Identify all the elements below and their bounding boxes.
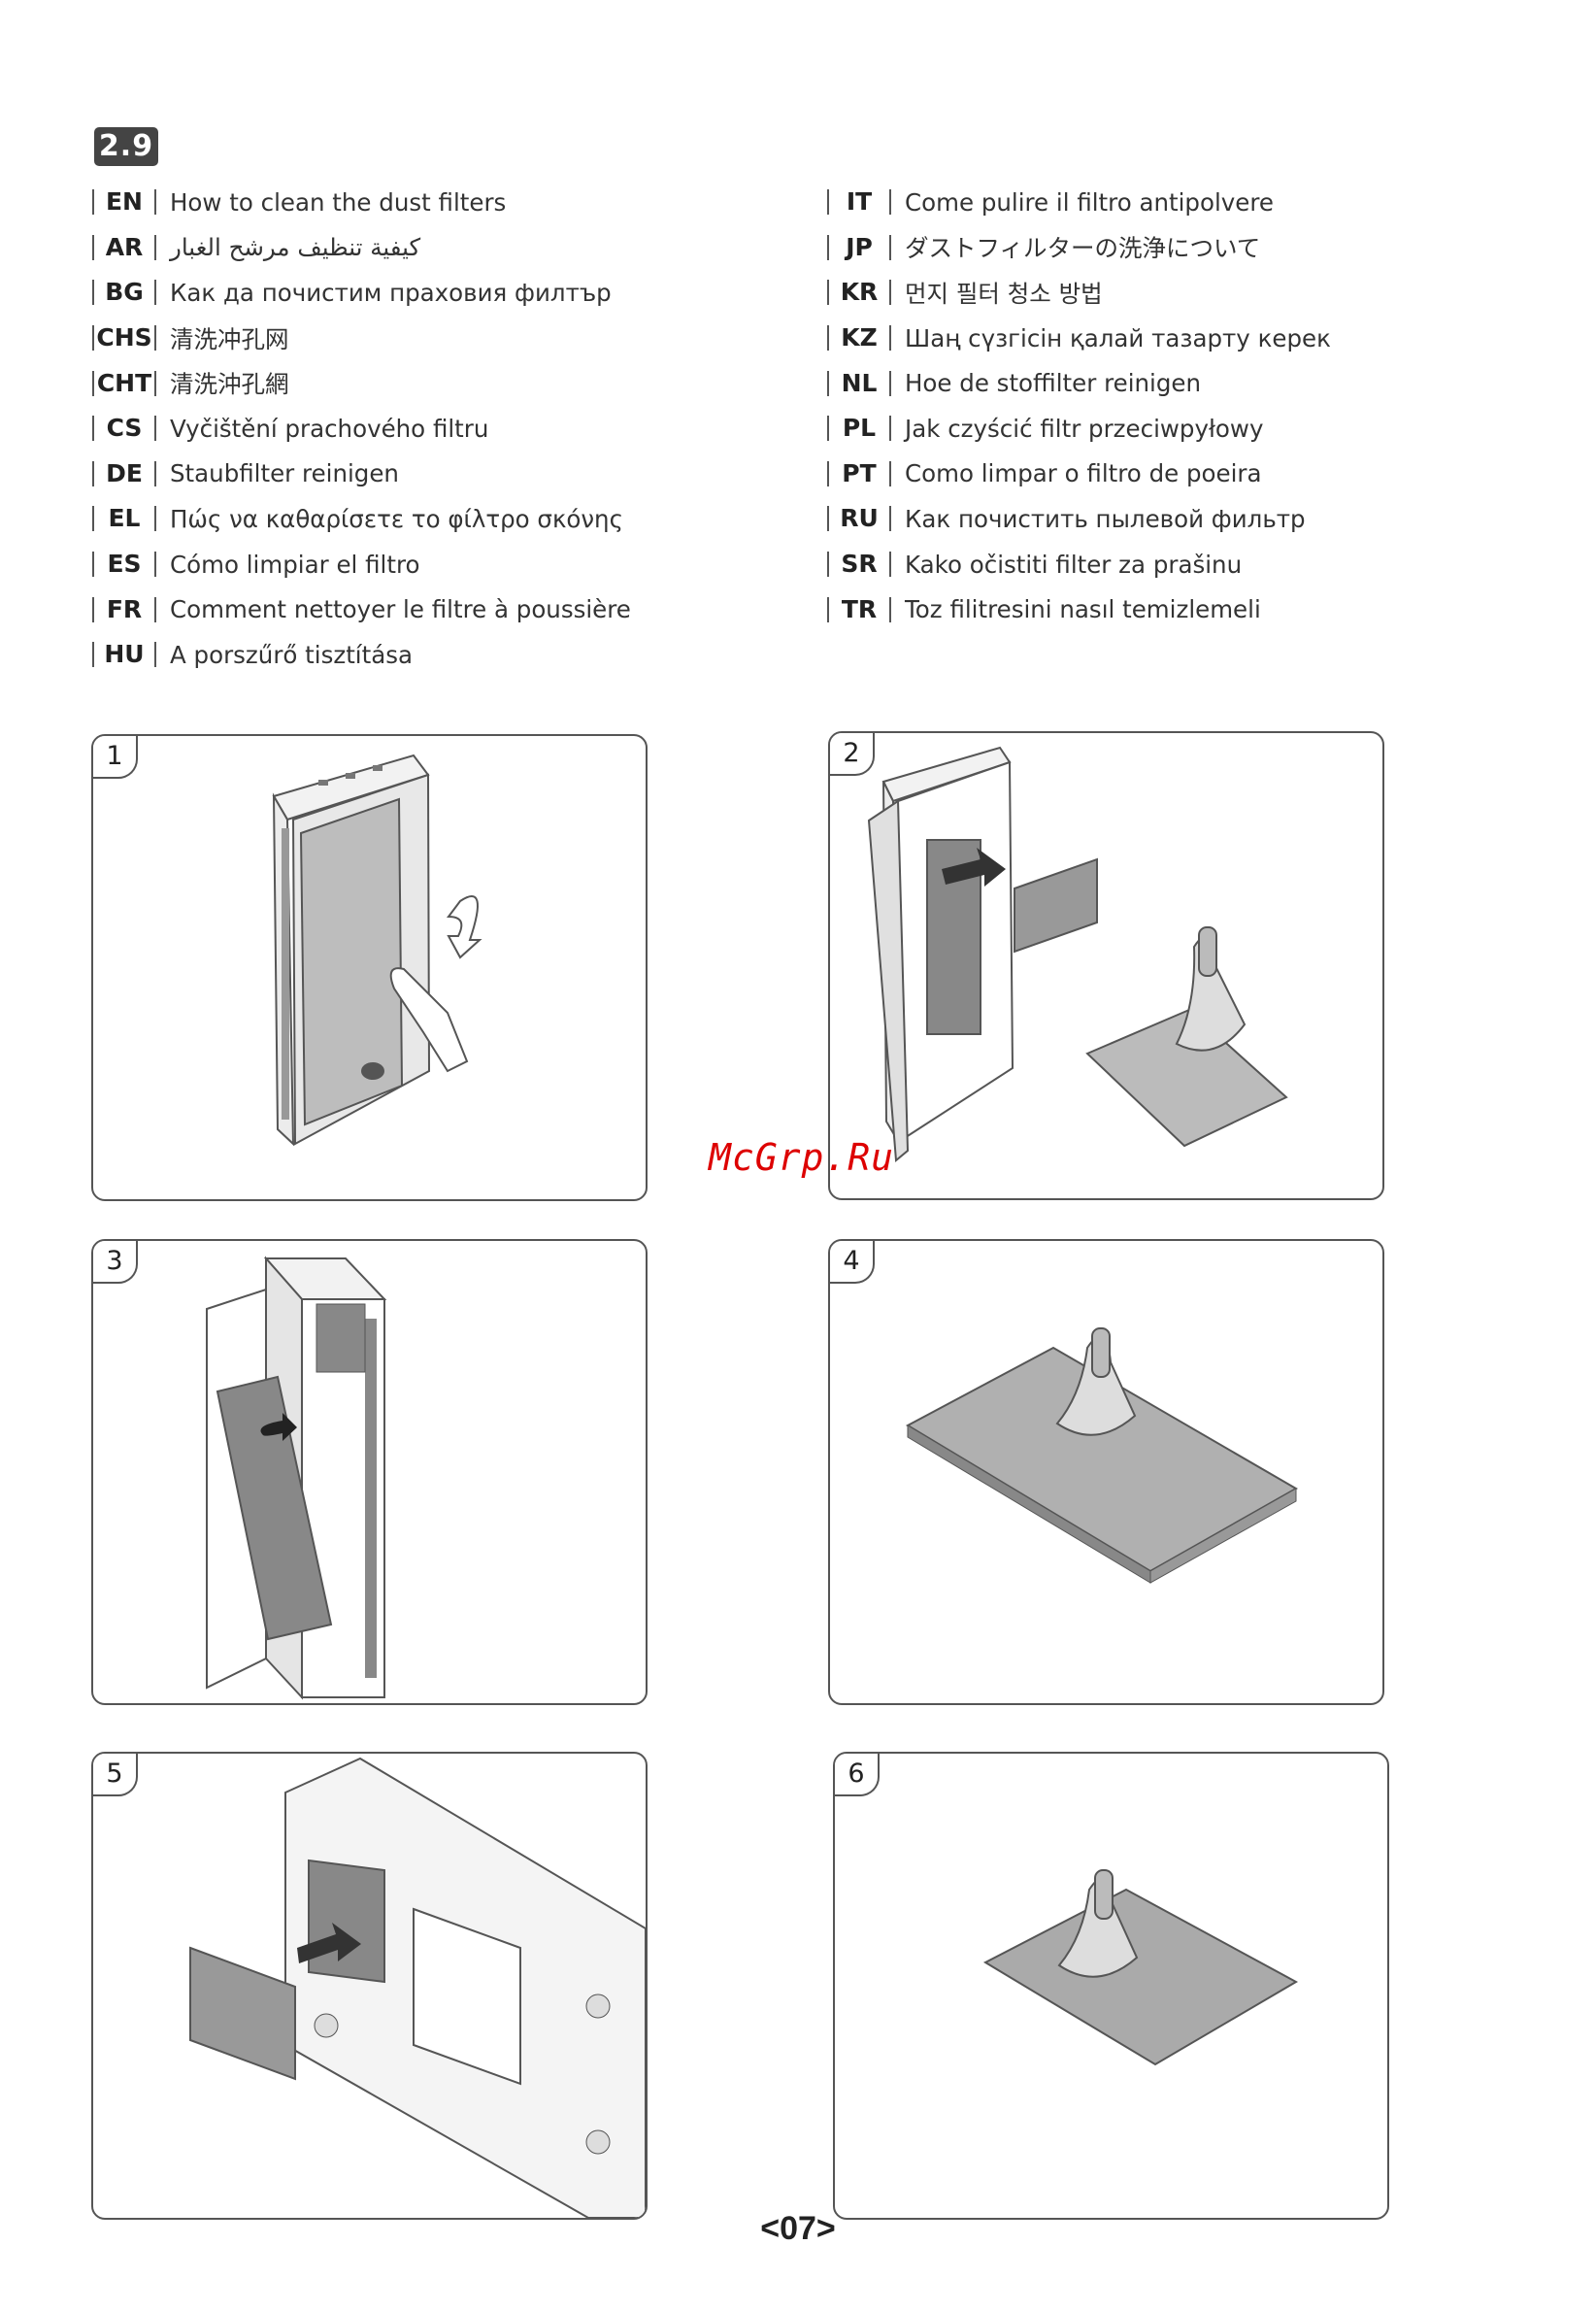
language-item-kz: KZ Шаң сүзгісін қалай тазарту керек [827,316,1546,361]
language-item-pl: PL Jak czyścić filtr przeciwpyłowy [827,406,1546,452]
language-title: Как почистить пылевой фильтр [905,504,1306,533]
language-code: AR [92,234,156,260]
language-code: CHT [92,370,156,396]
illustration-side-filter [189,1757,646,2218]
step-panel-6: 6 [833,1752,1389,2220]
language-title: Cómo limpiar el filtro [170,550,420,579]
language-title: 먼지 필터 청소 방법 [905,279,1103,308]
language-code: KR [827,280,891,306]
illustration-open-front-panel [272,754,482,1147]
language-item-chs: CHS 清洗冲孔网 [92,316,791,361]
language-title: 清洗冲孔网 [170,324,289,353]
language-item-nl: NL Hoe de stoffilter reinigen [827,360,1546,406]
language-code: FR [92,596,156,622]
illustration-brush-mesh-filter [982,1869,1299,2066]
page-number: <07> [760,2210,836,2247]
step-number: 6 [835,1754,880,1796]
step-number: 5 [93,1754,138,1796]
language-code: CS [92,416,156,442]
language-title: 清洗沖孔網 [170,370,289,399]
language-item-fr: FR Comment nettoyer le filtre à poussière [92,586,791,632]
language-item-cs: CS Vyčištění prachového filtru [92,406,791,452]
language-code: PL [827,416,891,442]
watermark: McGrp.Ru [709,1136,895,1179]
language-item-ar: AR كيفية تنظيف مرشح الغبار [92,225,791,271]
language-item-ru: RU Как почистить пылевой фильтр [827,496,1546,542]
illustration-remove-filter [867,746,1288,1163]
language-title: Как да почистим праховия филтър [170,278,612,307]
language-code: SR [827,552,891,578]
language-code: PT [827,460,891,486]
language-code: TR [827,596,891,622]
language-item-es: ES Cómo limpiar el filtro [92,542,791,587]
language-title: Como limpar o filtro de poeira [905,459,1262,488]
step-panel-5: 5 [91,1752,648,2220]
language-list-left: EN How to clean the dust filters AR كيفية … [92,180,791,678]
language-code: RU [827,506,891,532]
language-title: Toz filitresini nasıl temizlemeli [905,595,1261,624]
language-title: Kako očistiti filter za prašinu [905,550,1243,579]
language-code: JP [827,234,891,260]
language-title: Comment nettoyer le filtre à poussière [170,595,631,624]
language-code: EN [92,189,156,216]
language-title: A porszűrő tisztítása [170,640,414,669]
step-number: 1 [93,736,138,779]
language-item-el: EL Πώς να καθαρίσετε το φίλτρο σκόνης [92,496,791,542]
illustration-pull-out-filter [206,1256,387,1700]
language-item-hu: HU A porszűrő tisztítása [92,632,791,678]
language-item-cht: CHT 清洗沖孔網 [92,360,791,406]
language-title: Come pulire il filtro antipolvere [905,187,1274,217]
language-list-right: IT Come pulire il filtro antipolvere JP ダス… [827,180,1546,632]
language-code: IT [827,189,891,216]
step-number: 2 [830,733,875,776]
language-title: كيفية تنظيف مرشح الغبار [170,233,421,262]
language-code: ES [92,552,156,578]
illustration-brush-large-filter [905,1327,1299,1584]
language-code: KZ [827,325,891,352]
language-item-de: DE Staubfilter reinigen [92,452,791,497]
section-badge: 2.9 [94,127,158,166]
language-title: ダストフィルターの洗浄について [905,234,1261,263]
language-title: Hoe de stoffilter reinigen [905,369,1201,398]
language-item-jp: JP ダストフィルターの洗浄について [827,225,1546,271]
step-panel-3: 3 [91,1239,648,1705]
language-title: Staubfilter reinigen [170,459,399,488]
language-item-sr: SR Kako očistiti filter za prašinu [827,542,1546,587]
language-item-pt: PT Como limpar o filtro de poeira [827,452,1546,497]
language-item-bg: BG Как да почистим праховия филтър [92,270,791,316]
language-item-en: EN How to clean the dust filters [92,180,791,225]
step-panel-1: 1 [91,734,648,1201]
step-panel-4: 4 [828,1239,1384,1705]
language-code: BG [92,280,156,306]
language-title: How to clean the dust filters [170,187,507,217]
step-panel-2: 2 [828,731,1384,1200]
language-code: NL [827,370,891,396]
step-number: 4 [830,1241,875,1284]
language-title: Vyčištění prachového filtru [170,414,489,443]
language-code: DE [92,460,156,486]
language-title: Шаң сүзгісін қалай тазарту керек [905,323,1331,352]
language-title: Jak czyścić filtr przeciwpyłowy [905,414,1264,443]
step-number: 3 [93,1241,138,1284]
language-item-kr: KR 먼지 필터 청소 방법 [827,270,1546,316]
language-title: Πώς να καθαρίσετε το φίλτρο σκόνης [170,504,623,533]
language-item-it: IT Come pulire il filtro antipolvere [827,180,1546,225]
language-code: EL [92,506,156,532]
language-item-tr: TR Toz filitresini nasıl temizlemeli [827,586,1546,632]
language-code: CHS [92,325,156,352]
language-code: HU [92,642,156,668]
